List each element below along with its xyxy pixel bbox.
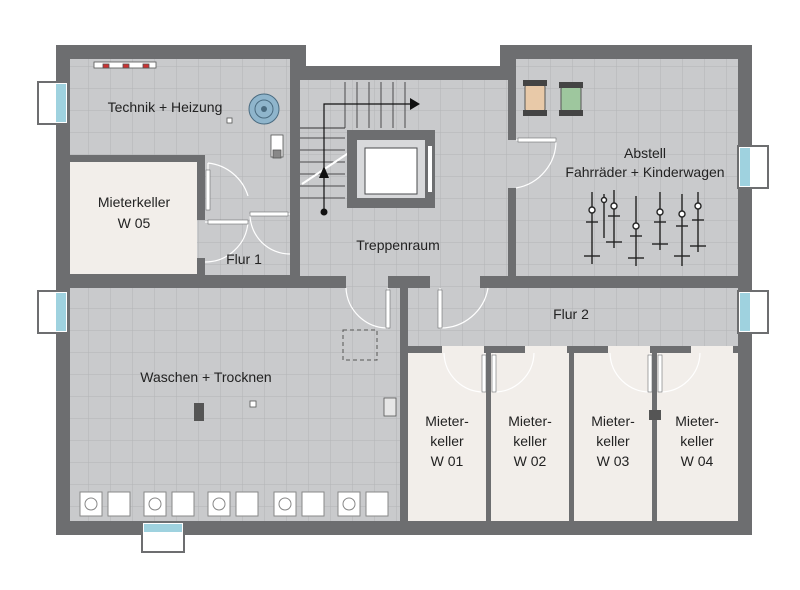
bicycle-icon [690,192,706,252]
stair-start-dot [320,208,328,216]
waschen-fixtures [194,329,397,421]
stroller-icon [523,80,547,116]
label-w02-line1: Mieter- [508,413,552,429]
window-waschen [37,290,69,334]
floor-drain-icon [194,403,204,421]
door-openings [197,140,733,353]
washing-machine-icon [337,491,361,517]
washing-machine-icon [207,491,231,517]
label-w02-line2: keller [513,433,547,449]
label-w01-line2: keller [430,433,464,449]
label-abstell-line1: Abstell [624,145,666,161]
partition-post [649,410,661,420]
heating-boiler-icon [248,93,280,125]
bicycles [584,190,706,266]
label-abstell-line2: Fahrräder + Kinderwagen [565,164,724,180]
label-w05-line2: W 05 [118,215,151,231]
label-w04-line3: W 04 [681,453,714,469]
floors [70,59,738,521]
technik-installation [93,61,284,159]
stroller-icon [559,82,583,116]
label-w02-line3: W 02 [514,453,547,469]
label-w04-line1: Mieter- [675,413,719,429]
cut-line [301,151,351,185]
bicycle-icon [674,194,690,266]
dryer-icon [107,491,131,517]
floor-w01 [408,353,486,521]
window-technik [37,81,69,125]
floor-w03 [574,353,652,521]
bicycle-icon [652,192,668,250]
label-w03-line2: keller [596,433,630,449]
elevator-shaft [347,130,435,208]
washing-machine-icon [79,491,103,517]
staircase [300,82,420,216]
stair-arrow-head [410,98,420,110]
label-w03-line1: Mieter- [591,413,635,429]
appliances [79,491,389,517]
label-w03-line3: W 03 [597,453,630,469]
bicycle-icon [606,190,622,248]
sink-icon [383,397,397,417]
floor-waschen [70,288,400,521]
label-w04-line2: keller [680,433,714,449]
window-flur-2 [737,290,769,334]
label-treppenraum: Treppenraum [356,237,440,253]
label-w01-line3: W 01 [431,453,464,469]
label-w05-line1: Mieterkeller [98,194,171,210]
floor-w04 [657,353,738,521]
bicycle-icon [628,196,644,266]
label-waschen: Waschen + Trocknen [140,369,271,385]
floor-abstell [516,59,738,276]
strollers [523,80,583,116]
dryer-icon [171,491,195,517]
washing-machine-icon [273,491,297,517]
floor-flur-2 [408,288,738,350]
bicycle-icon [584,192,600,264]
label-technik: Technik + Heizung [108,99,223,115]
washing-machine-icon [143,491,167,517]
window-abstell [737,145,769,189]
bicycle-icon [600,194,608,238]
room-labels: Technik + Heizung Mieterkeller W 05 Flur… [98,99,725,469]
floor-w02 [491,353,569,521]
windows [37,81,769,553]
label-flur-2: Flur 2 [553,306,589,322]
floor-mieterkeller-w05 [70,162,197,274]
label-flur-1: Flur 1 [226,251,262,267]
dryer-icon [365,491,389,517]
door-leaves [205,137,663,393]
floor-hatch [342,329,378,361]
dryer-icon [235,491,259,517]
dryer-icon [301,491,325,517]
window-waschen-bottom [141,521,185,553]
label-w01-line1: Mieter- [425,413,469,429]
